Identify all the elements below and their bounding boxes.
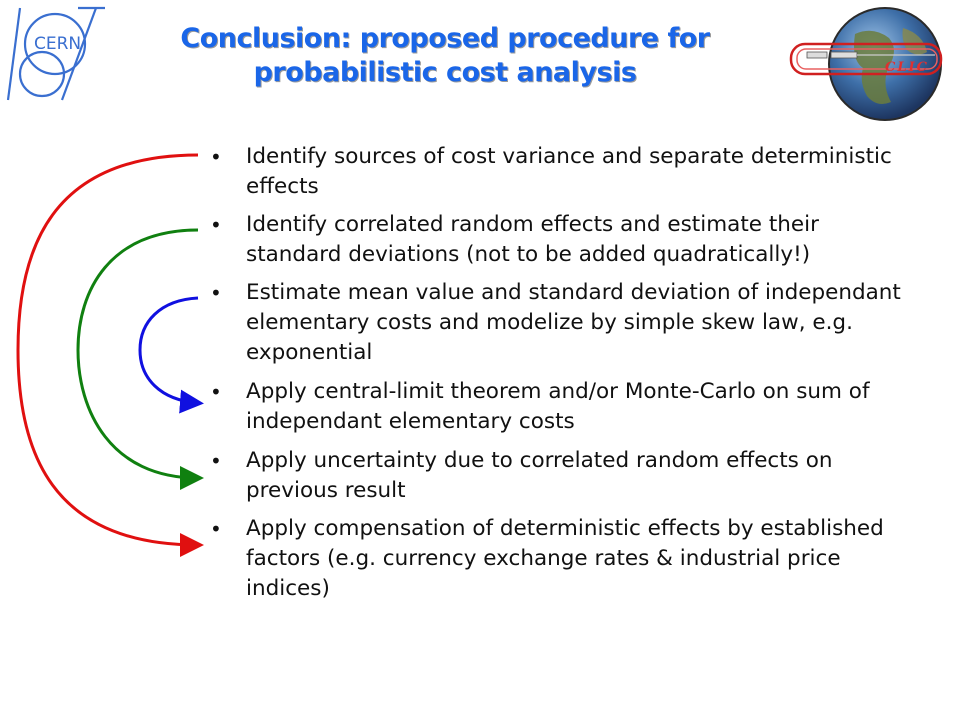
slide-title: Conclusion: proposed procedure for proba… [130, 22, 760, 90]
outer-arc-red [16, 153, 204, 557]
procedure-list: Identify sources of cost variance and se… [210, 142, 920, 604]
list-item-2: Identify correlated random effects and e… [210, 210, 920, 270]
title-line-1: Conclusion: proposed procedure for [180, 23, 710, 54]
inner-arc-blue [138, 296, 204, 414]
list-item-1: Identify sources of cost variance and se… [210, 142, 920, 202]
list-item-5: Apply uncertainty due to correlated rand… [210, 446, 920, 506]
title-line-2: probabilistic cost analysis [253, 57, 637, 88]
clic-logo: CLIC [789, 7, 943, 121]
middle-arc-green [76, 228, 204, 490]
cern-logo: CERN [6, 6, 105, 101]
list-item-3: Estimate mean value and standard deviati… [210, 278, 920, 368]
cern-logo-text: CERN [34, 34, 81, 54]
list-item-4: Apply central-limit theorem and/or Monte… [210, 377, 920, 437]
clic-logo-text: CLIC [885, 60, 929, 75]
list-item-6: Apply compensation of deterministic effe… [210, 514, 920, 604]
procedure-arcs [16, 153, 204, 557]
